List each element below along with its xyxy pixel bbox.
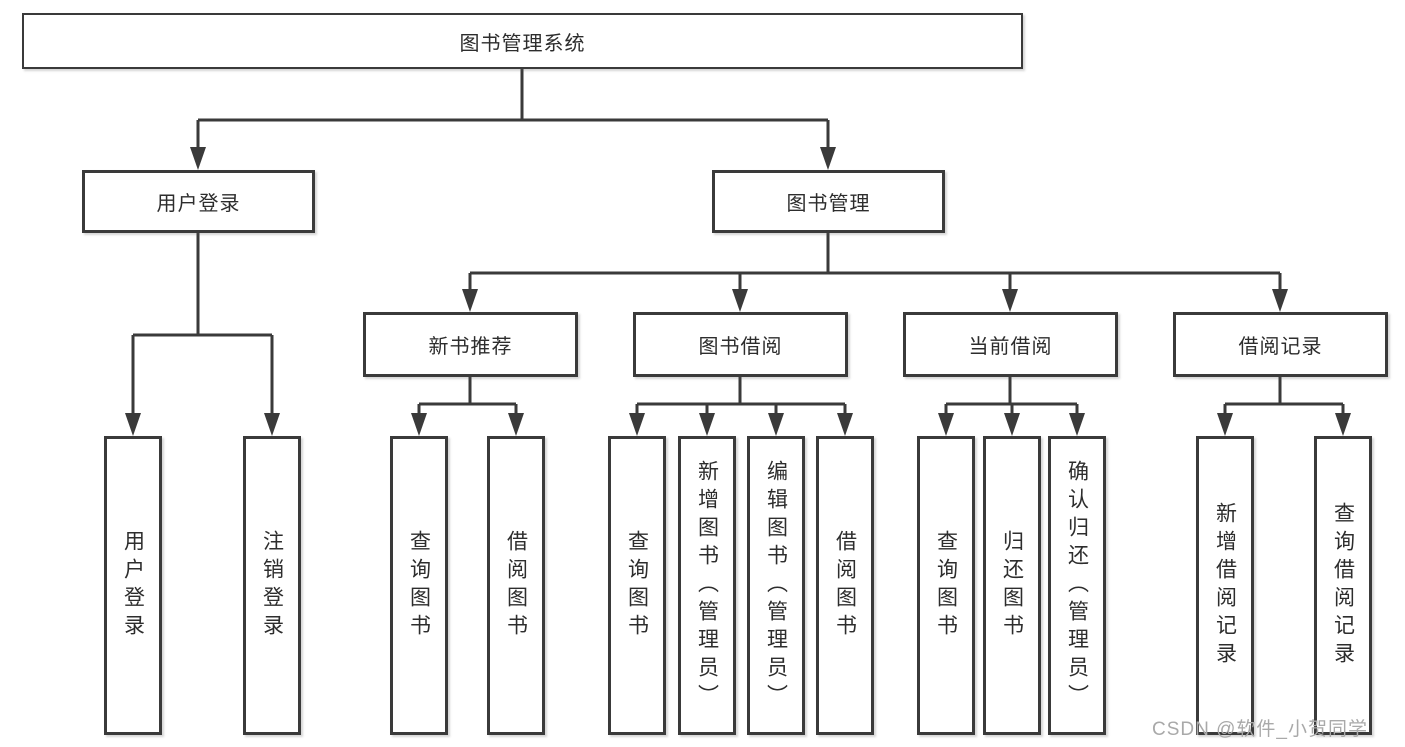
node-label: 查询图书 xyxy=(934,529,958,642)
leaf-confirm-return-admin: 确认归还（管理员） xyxy=(1048,436,1106,735)
leaf-edit-books-admin: 编辑图书（管理员） xyxy=(747,436,805,735)
node-current-borrowing: 当前借阅 xyxy=(903,312,1118,377)
node-label: 查询图书 xyxy=(407,529,431,642)
leaf-logout-login: 注销登录 xyxy=(243,436,301,735)
node-label: 借阅记录 xyxy=(1238,336,1323,358)
leaf-return-books: 归还图书 xyxy=(983,436,1041,735)
leaf-query-books-current: 查询图书 xyxy=(917,436,975,735)
leaf-borrow-books-borrowing: 借阅图书 xyxy=(816,436,874,735)
leaf-add-borrow-record: 新增借阅记录 xyxy=(1196,436,1254,735)
node-label: 编辑图书（管理员） xyxy=(764,459,788,712)
node-label: 图书管理 xyxy=(786,193,871,215)
node-book-management: 图书管理 xyxy=(712,170,945,233)
node-new-book-recommendation: 新书推荐 xyxy=(363,312,578,377)
leaf-query-books-recommend: 查询图书 xyxy=(390,436,448,735)
node-label: 归还图书 xyxy=(1000,529,1024,642)
leaf-query-borrow-record: 查询借阅记录 xyxy=(1314,436,1372,735)
node-book-borrowing: 图书借阅 xyxy=(633,312,848,377)
node-label: 查询借阅记录 xyxy=(1331,501,1355,670)
node-label: 借阅图书 xyxy=(833,529,857,642)
node-label: 注销登录 xyxy=(260,529,284,642)
node-label: 当前借阅 xyxy=(968,336,1053,358)
node-label: 图书管理系统 xyxy=(459,32,586,55)
node-label: 借阅图书 xyxy=(504,529,528,642)
node-label: 用户登录 xyxy=(121,529,145,642)
node-label: 查询图书 xyxy=(625,529,649,642)
node-library-management-system: 图书管理系统 xyxy=(22,13,1023,69)
leaf-borrow-books-recommend: 借阅图书 xyxy=(487,436,545,735)
node-label: 新书推荐 xyxy=(428,336,513,358)
node-label: 确认归还（管理员） xyxy=(1065,459,1089,712)
node-label: 新增借阅记录 xyxy=(1213,501,1237,670)
leaf-user-login: 用户登录 xyxy=(104,436,162,735)
leaf-add-books-admin: 新增图书（管理员） xyxy=(678,436,736,735)
node-label: 图书借阅 xyxy=(698,336,783,358)
node-user-login: 用户登录 xyxy=(82,170,315,233)
node-label: 新增图书（管理员） xyxy=(695,459,719,712)
csdn-watermark: CSDN @软件_小贺同学 xyxy=(1152,719,1368,740)
leaf-query-books-borrowing: 查询图书 xyxy=(608,436,666,735)
node-borrowing-records: 借阅记录 xyxy=(1173,312,1388,377)
node-label: 用户登录 xyxy=(156,193,241,215)
